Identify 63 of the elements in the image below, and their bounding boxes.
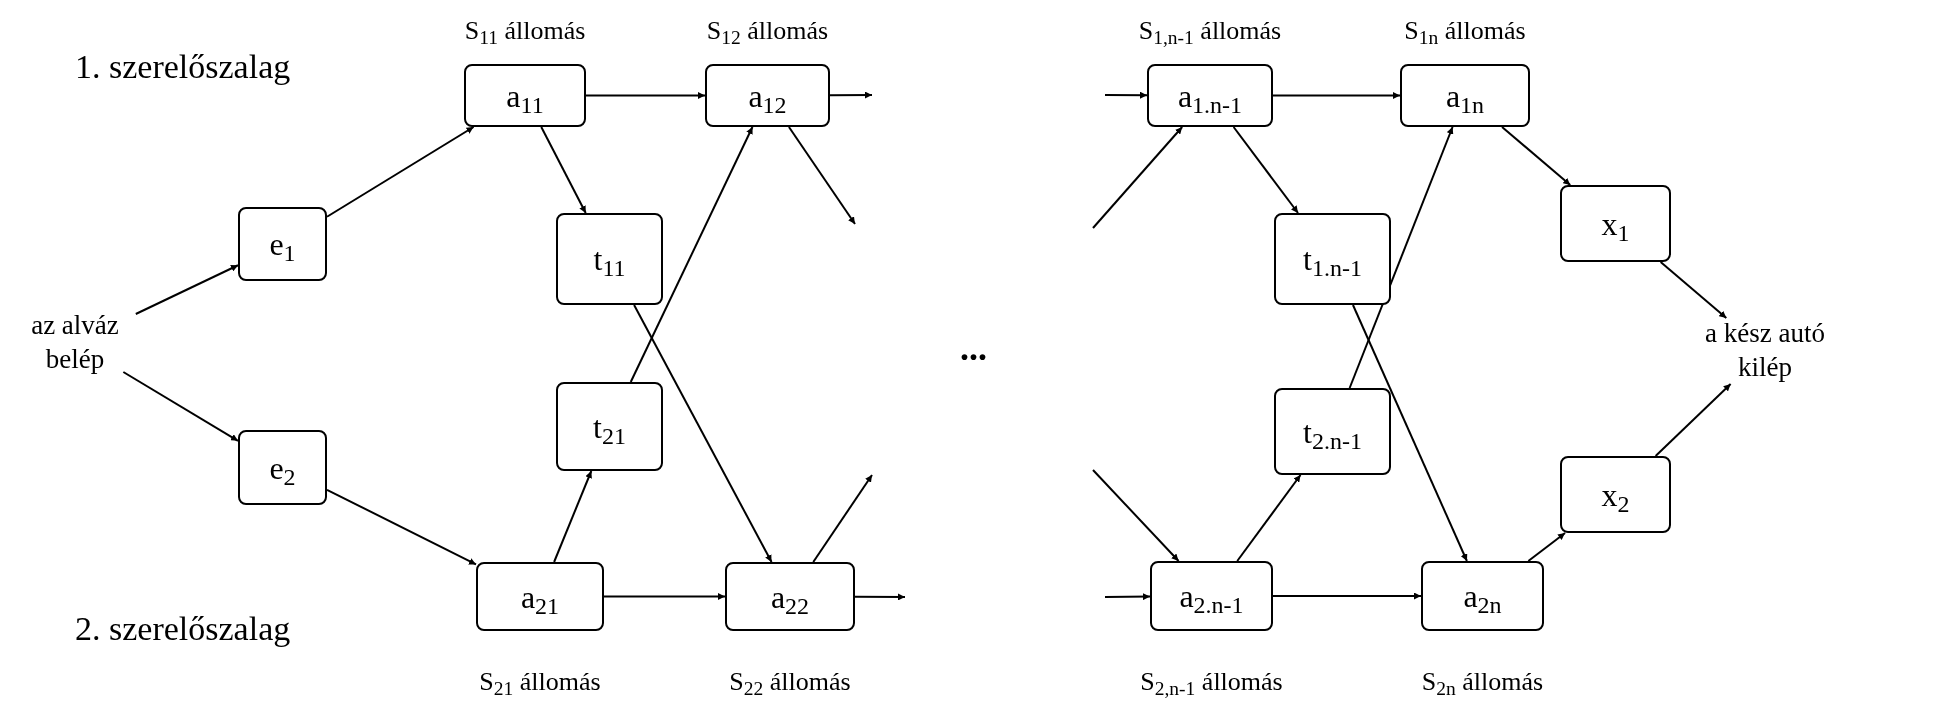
station-box bbox=[238, 430, 327, 505]
flow-text: az alváz belép bbox=[30, 309, 120, 376]
station-box bbox=[1560, 185, 1671, 262]
arrow bbox=[1272, 592, 1422, 600]
station-caption: S$_{21}$ állomás bbox=[479, 669, 601, 695]
arrow bbox=[633, 304, 773, 563]
arrow bbox=[1527, 532, 1567, 562]
arrow bbox=[787, 126, 856, 225]
station-box bbox=[556, 382, 663, 471]
arrow bbox=[603, 593, 726, 600]
station-caption: S$_{2n}$ állomás bbox=[1421, 669, 1544, 695]
node-label: a$_{21}$ bbox=[520, 580, 560, 613]
arrow bbox=[1092, 469, 1180, 562]
node-label: a$_{2.n-1}$ bbox=[1179, 580, 1244, 612]
arrow bbox=[1654, 383, 1732, 457]
node-label: a$_{1.n-1}$ bbox=[1177, 79, 1243, 112]
arrow bbox=[1501, 126, 1572, 186]
line-label: 1. szerelőszalag bbox=[75, 50, 291, 84]
arrow bbox=[540, 126, 587, 214]
node-label: a$_{1n}$ bbox=[1445, 79, 1485, 112]
node-label: a$_{12}$ bbox=[748, 79, 787, 112]
node-label: a$_{11}$ bbox=[506, 79, 544, 112]
node-label: a$_{2n}$ bbox=[1463, 580, 1502, 612]
arrow bbox=[1092, 126, 1184, 229]
node-label: t$_{21}$ bbox=[593, 410, 626, 443]
arrow bbox=[326, 126, 475, 218]
node-label: x$_{1}$ bbox=[1601, 207, 1630, 240]
arrow bbox=[553, 470, 593, 563]
arrow bbox=[326, 488, 477, 566]
station-box bbox=[1560, 456, 1671, 533]
station-box bbox=[1274, 388, 1391, 475]
station-caption: S$_{1n}$ állomás bbox=[1404, 18, 1526, 44]
station-caption: S$_{12}$ állomás bbox=[706, 18, 829, 44]
flow-text: a kész autó kilép bbox=[1704, 317, 1826, 384]
arrow bbox=[1104, 91, 1148, 99]
station-caption: S$_{11}$ állomás bbox=[464, 18, 586, 44]
ellipsis: ... bbox=[960, 330, 987, 366]
station-box bbox=[556, 213, 663, 305]
node-label: a$_{22}$ bbox=[770, 580, 810, 613]
station-box bbox=[1274, 213, 1391, 305]
node-label: t$_{2.n-1}$ bbox=[1303, 415, 1362, 448]
arrow bbox=[854, 593, 906, 601]
arrow bbox=[1351, 304, 1468, 562]
station-caption: S$_{22}$ állomás bbox=[729, 669, 851, 695]
arrow bbox=[1236, 474, 1302, 562]
node-label: t$_{1.n-1}$ bbox=[1303, 243, 1362, 275]
arrow bbox=[1104, 593, 1151, 601]
arrow bbox=[585, 92, 706, 99]
arrow bbox=[122, 371, 239, 442]
node-label: e$_{2}$ bbox=[269, 451, 296, 484]
node-label: e$_{1}$ bbox=[269, 228, 296, 260]
arrow bbox=[1232, 126, 1300, 214]
arrow bbox=[1659, 261, 1728, 319]
arrow bbox=[829, 91, 873, 99]
node-label: x$_{2}$ bbox=[1601, 478, 1630, 511]
arrow bbox=[629, 126, 754, 383]
arrow bbox=[1272, 92, 1401, 99]
arrow bbox=[812, 474, 873, 563]
station-box bbox=[238, 207, 327, 281]
arrow bbox=[1348, 126, 1454, 389]
line-label: 2. szerelőszalag bbox=[75, 612, 291, 646]
node-label: t$_{11}$ bbox=[593, 243, 626, 275]
arrow bbox=[134, 264, 239, 315]
